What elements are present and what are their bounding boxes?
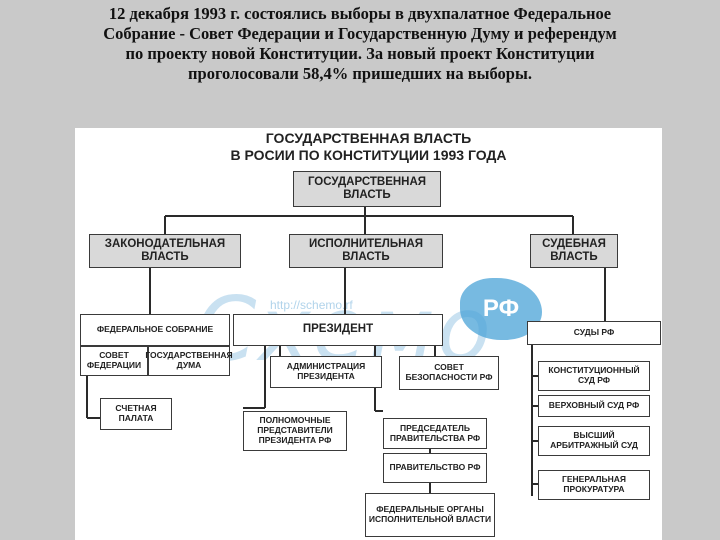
federal-executive-bodies-box: ФЕДЕРАЛЬНЫЕ ОРГАНЫ ИСПОЛНИТЕЛЬНОЙ ВЛАСТИ xyxy=(365,493,495,537)
arbitration-court-box: ВЫСШИЙ АРБИТРАЖНЫЙ СУД xyxy=(538,426,650,456)
diagram-panel: ГОСУДАРСТВЕННАЯ ВЛАСТЬ В РОСИИ ПО КОНСТИ… xyxy=(75,128,662,540)
executive-branch-box: ИСПОЛНИТЕЛЬНАЯ ВЛАСТЬ xyxy=(289,234,443,268)
judicial-branch-box: СУДЕБНАЯ ВЛАСТЬ xyxy=(530,234,618,268)
accounts-chamber-box: СЧЕТНАЯ ПАЛАТА xyxy=(100,398,172,430)
caption-line-1: 12 декабря 1993 г. состоялись выборы в д… xyxy=(108,4,612,23)
courts-box: СУДЫ РФ xyxy=(527,321,661,345)
presidential-administration-box: АДМИНИСТРАЦИЯ ПРЕЗИДЕНТА xyxy=(270,356,382,388)
state-duma-box: ГОСУДАРСТВЕННАЯ ДУМА xyxy=(145,346,233,376)
prosecutor-general-box: ГЕНЕРАЛЬНАЯ ПРОКУРАТУРА xyxy=(538,470,650,500)
federal-assembly-box: ФЕДЕРАЛЬНОЕ СОБРАНИЕ xyxy=(80,314,230,346)
president-box: ПРЕЗИДЕНТ xyxy=(233,314,443,346)
presidential-envoys-box: ПОЛНОМОЧНЫЕ ПРЕДСТАВИТЕЛИ ПРЕЗИДЕНТА РФ xyxy=(243,411,347,451)
caption-line-2: Собрание - Совет Федерации и Государстве… xyxy=(103,24,617,43)
watermark-url: http://schemo.rf xyxy=(270,298,353,312)
caption-line-3: по проекту новой Конституции. За новый п… xyxy=(125,44,595,63)
caption-line-4: проголосовали 58,4% пришедших на выборы. xyxy=(188,64,532,83)
legislative-branch-box: ЗАКОНОДАТЕЛЬНАЯ ВЛАСТЬ xyxy=(89,234,241,268)
diagram-title-line-2: В РОСИИ ПО КОНСТИТУЦИИ 1993 ГОДА xyxy=(230,147,507,163)
diagram-title-line-1: ГОСУДАРСТВЕННАЯ ВЛАСТЬ xyxy=(265,130,472,146)
state-power-box: ГОСУДАРСТВЕННАЯ ВЛАСТЬ xyxy=(293,171,441,207)
prime-minister-box: ПРЕДСЕДАТЕЛЬ ПРАВИТЕЛЬСТВА РФ xyxy=(383,418,487,449)
caption: 12 декабря 1993 г. состоялись выборы в д… xyxy=(0,4,720,84)
constitutional-court-box: КОНСТИТУЦИОННЫЙ СУД РФ xyxy=(538,361,650,391)
supreme-court-box: ВЕРХОВНЫЙ СУД РФ xyxy=(538,395,650,417)
government-box: ПРАВИТЕЛЬСТВО РФ xyxy=(383,453,487,483)
watermark-badge: РФ xyxy=(460,278,542,340)
federation-council-box: СОВЕТ ФЕДЕРАЦИИ xyxy=(80,346,148,376)
security-council-box: СОВЕТ БЕЗОПАСНОСТИ РФ xyxy=(399,356,499,390)
